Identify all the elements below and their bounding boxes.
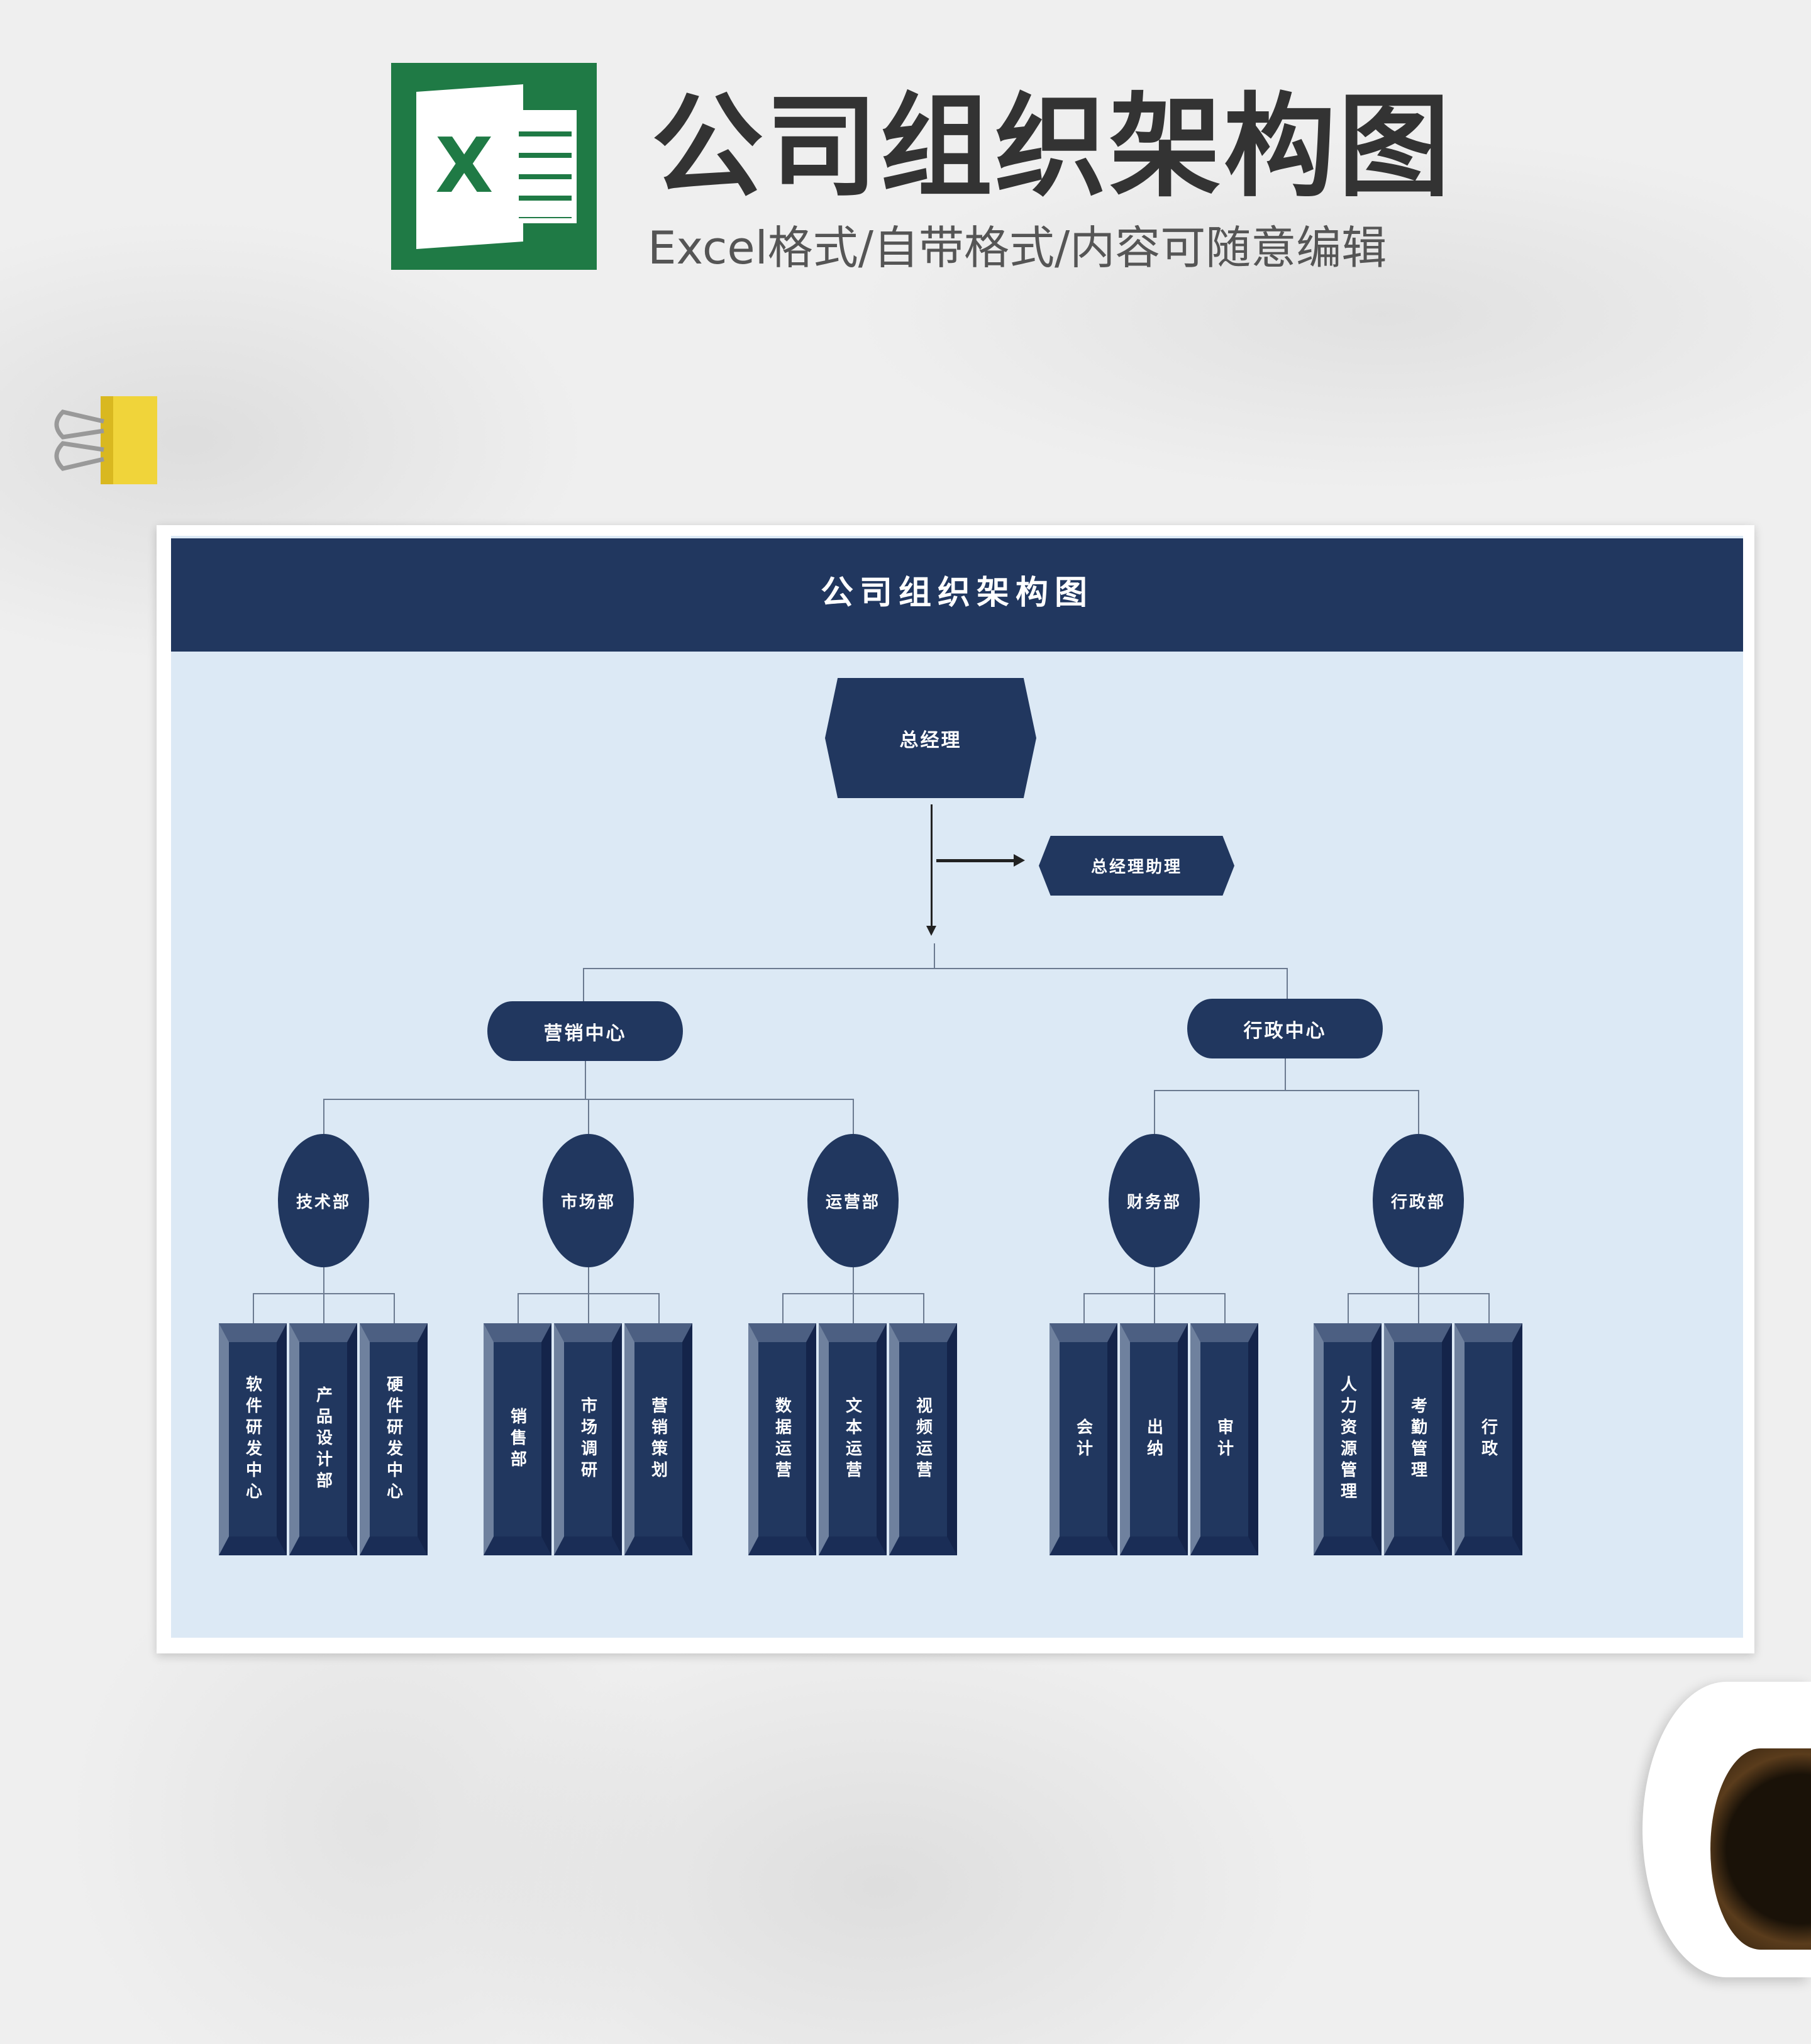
ceo-arrow-line — [931, 804, 933, 930]
connector — [853, 1293, 854, 1323]
connector — [1224, 1293, 1226, 1323]
connector — [782, 1293, 784, 1323]
unit-node[interactable]: 人力资源管理 — [1314, 1323, 1382, 1555]
unit-label: 销售部 — [507, 1407, 527, 1472]
connector — [658, 1293, 660, 1323]
unit-node[interactable]: 会计 — [1049, 1323, 1117, 1555]
unit-node[interactable]: 产品设计部 — [289, 1323, 357, 1555]
connector — [518, 1293, 519, 1323]
unit-node[interactable]: 出纳 — [1120, 1323, 1188, 1555]
ceo-node[interactable]: 总经理 — [825, 678, 1036, 798]
assistant-arrow-line — [936, 859, 1015, 862]
unit-node[interactable]: 市场调研 — [554, 1323, 622, 1555]
connector — [1418, 1090, 1419, 1134]
connector — [1154, 1090, 1155, 1134]
department-node[interactable]: 财务部 — [1109, 1134, 1200, 1267]
connector — [1154, 1267, 1155, 1294]
department-node[interactable]: 市场部 — [543, 1134, 634, 1267]
unit-label: 软件研发中心 — [243, 1375, 262, 1504]
connector — [1348, 1293, 1349, 1323]
connector — [1418, 1293, 1419, 1323]
chart-title: 公司组织架构图 — [820, 574, 1094, 612]
connector — [853, 1267, 854, 1294]
connector — [1418, 1267, 1419, 1294]
unit-label: 视频运营 — [913, 1396, 933, 1482]
assistant-node[interactable]: 总经理助理 — [1039, 836, 1234, 896]
unit-node[interactable]: 视频运营 — [889, 1323, 957, 1555]
connector — [583, 968, 584, 1001]
chart-header-band — [171, 538, 1743, 652]
unit-label: 人力资源管理 — [1337, 1375, 1357, 1504]
connector — [323, 1293, 324, 1323]
connector — [588, 1293, 589, 1323]
connector — [1154, 1090, 1419, 1091]
unit-node[interactable]: 考勤管理 — [1384, 1323, 1452, 1555]
unit-label: 市场调研 — [578, 1396, 597, 1482]
unit-node[interactable]: 行政 — [1454, 1323, 1522, 1555]
binder-clip-icon — [54, 396, 157, 484]
department-node[interactable]: 技术部 — [278, 1134, 369, 1267]
arrow-right-icon — [1014, 854, 1025, 867]
unit-label: 考勤管理 — [1408, 1396, 1427, 1482]
page-subtitle: Excel格式/自带格式/内容可随意编辑 — [648, 221, 1387, 274]
connector — [323, 1267, 324, 1294]
connector — [1287, 968, 1288, 999]
center-node-admin[interactable]: 行政中心 — [1187, 999, 1383, 1058]
center-node-marketing[interactable]: 营销中心 — [487, 1001, 683, 1061]
unit-label: 会计 — [1073, 1418, 1093, 1461]
unit-node[interactable]: 数据运营 — [748, 1323, 816, 1555]
connector — [394, 1293, 395, 1323]
connector — [1154, 1293, 1155, 1323]
connector — [934, 943, 935, 969]
connector — [588, 1099, 589, 1134]
connector — [583, 968, 1288, 969]
connector — [1285, 1058, 1286, 1090]
unit-node[interactable]: 销售部 — [484, 1323, 551, 1555]
unit-label: 行政 — [1478, 1418, 1498, 1461]
unit-label: 文本运营 — [843, 1396, 862, 1482]
excel-logo: X — [391, 63, 597, 270]
unit-label: 产品设计部 — [313, 1386, 333, 1493]
connector — [323, 1099, 324, 1134]
unit-label: 数据运营 — [772, 1396, 792, 1482]
unit-label: 营销策划 — [648, 1396, 668, 1482]
unit-node[interactable]: 软件研发中心 — [219, 1323, 287, 1555]
connector — [923, 1293, 924, 1323]
department-node[interactable]: 行政部 — [1373, 1134, 1464, 1267]
connector — [1488, 1293, 1490, 1323]
unit-node[interactable]: 审计 — [1190, 1323, 1258, 1555]
connector — [853, 1099, 854, 1134]
unit-node[interactable]: 文本运营 — [819, 1323, 887, 1555]
unit-node[interactable]: 硬件研发中心 — [360, 1323, 428, 1555]
connector — [588, 1267, 589, 1294]
connector — [1083, 1293, 1085, 1323]
coffee-decoration — [1710, 1748, 1811, 1950]
page-title: 公司组织架构图 — [651, 82, 1453, 212]
unit-label: 审计 — [1214, 1418, 1234, 1461]
arrow-down-icon — [926, 926, 936, 936]
unit-node[interactable]: 营销策划 — [624, 1323, 692, 1555]
connector — [585, 1061, 586, 1099]
department-node[interactable]: 运营部 — [807, 1134, 899, 1267]
unit-label: 硬件研发中心 — [384, 1375, 403, 1504]
unit-label: 出纳 — [1144, 1418, 1163, 1461]
connector — [253, 1293, 254, 1323]
